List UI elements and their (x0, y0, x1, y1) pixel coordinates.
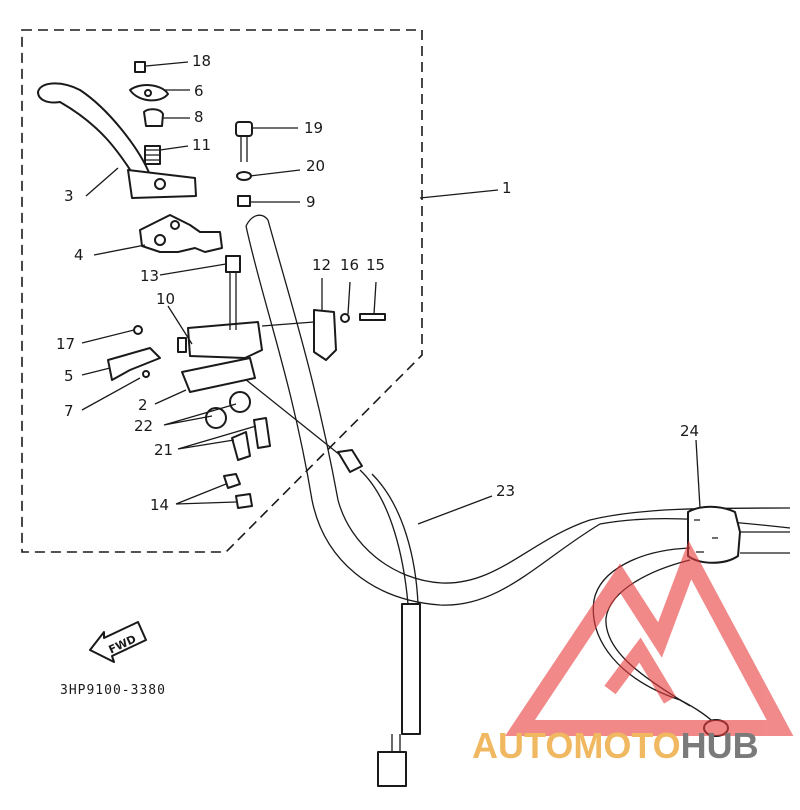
lever-bracket (107, 255, 386, 393)
callout-16: 16 (340, 256, 359, 274)
lever-hardware (129, 61, 169, 165)
clutch-cable (239, 374, 421, 787)
callout-labels: 18 6 8 11 3 4 19 20 9 1 13 12 16 15 10 1… (56, 52, 699, 514)
callout-17: 17 (56, 335, 75, 353)
callout-1: 1 (502, 179, 512, 197)
fasteners (205, 391, 271, 509)
upper-hardware (235, 121, 253, 207)
clutch-lever (37, 82, 197, 199)
callout-23: 23 (496, 482, 515, 500)
callout-13: 13 (140, 267, 159, 285)
callout-4: 4 (74, 246, 84, 264)
part-code: 3HP9100-3380 (60, 683, 166, 698)
callout-22: 22 (134, 417, 153, 435)
callout-11: 11 (192, 136, 211, 154)
callout-3: 3 (64, 187, 74, 205)
callout-15: 15 (366, 256, 385, 274)
callout-9: 9 (306, 193, 316, 211)
leader-lines (81, 61, 701, 525)
fwd-arrow: FWD (89, 621, 147, 663)
callout-21: 21 (154, 441, 173, 459)
callout-5: 5 (64, 367, 74, 385)
callout-7: 7 (64, 402, 74, 420)
lever-holder (139, 214, 223, 253)
callout-24: 24 (680, 422, 699, 440)
callout-10: 10 (156, 290, 175, 308)
callout-8: 8 (194, 108, 204, 126)
brand-watermark-text: AUTOMOTOHUB (472, 725, 759, 766)
callout-19: 19 (304, 119, 323, 137)
callout-2: 2 (138, 396, 148, 414)
callout-12: 12 (312, 256, 331, 274)
handlebar (245, 214, 791, 606)
callout-14: 14 (150, 496, 169, 514)
callout-20: 20 (306, 157, 325, 175)
callout-6: 6 (194, 82, 204, 100)
brand-watermark-logo (505, 540, 794, 736)
callout-18: 18 (192, 52, 211, 70)
